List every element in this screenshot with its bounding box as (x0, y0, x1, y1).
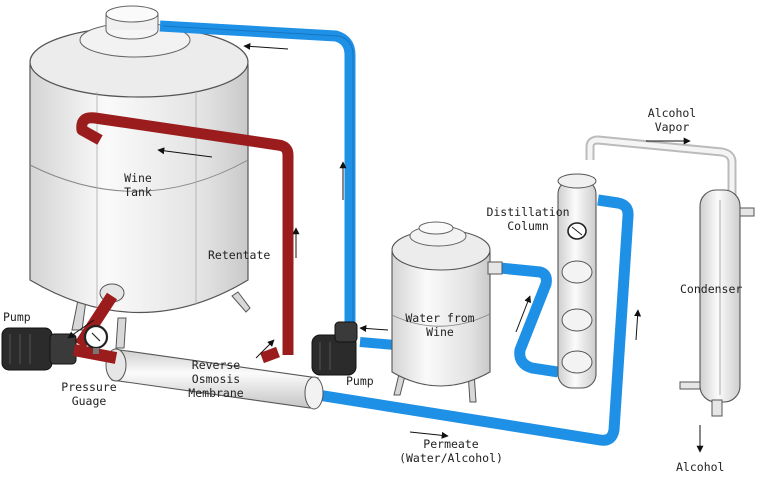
arrow-water-up (515, 295, 531, 333)
label-water-from-wine: Water from Wine (405, 311, 475, 339)
arrow-permeate (409, 431, 449, 439)
arrow-permeate-up (634, 309, 642, 341)
label-distillation-column: Distillation Column (486, 205, 570, 233)
label-retentate: Retentate (208, 248, 271, 262)
arrow-to-pump (359, 324, 389, 332)
retentate-pipe (76, 112, 294, 355)
label-alcohol: Alcohol (676, 460, 725, 474)
water-pipe (499, 262, 559, 378)
label-ro-membrane: Reverse Osmosis Membrane (188, 358, 244, 400)
label-pump-left: Pump (3, 310, 31, 324)
pump-left (1, 327, 77, 371)
label-condenser: Condenser (680, 282, 743, 296)
pressure-gauge (83, 324, 109, 354)
arrow-top (243, 42, 289, 50)
distillation-column (557, 135, 737, 389)
water-tank (391, 221, 503, 403)
label-permeate: Permeate (Water/Alcohol) (399, 437, 503, 465)
label-pressure-gauge: Pressure Guage (61, 380, 117, 408)
pump-middle (311, 321, 358, 376)
permeate-pipe (317, 194, 634, 446)
label-pump-middle: Pump (346, 374, 374, 388)
flow-arrows (67, 42, 704, 453)
label-alcohol-vapor: Alcohol Vapor (647, 106, 697, 134)
ro-membrane (105, 348, 324, 410)
arrow-retentate-top (157, 147, 213, 158)
arrow-membrane-out (255, 339, 275, 359)
arrow-pump-left (67, 319, 95, 339)
label-wine-tank: Wine Tank (124, 171, 152, 199)
condenser (679, 189, 755, 417)
